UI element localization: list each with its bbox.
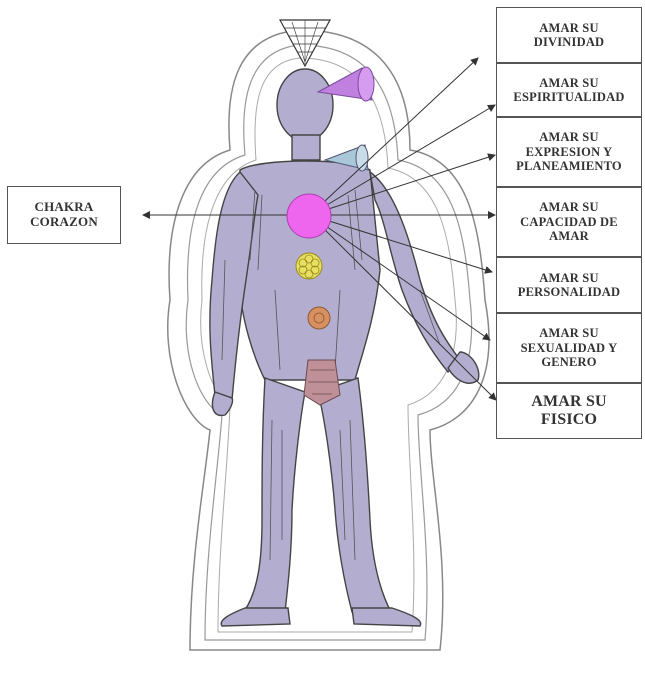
heart-chakra (287, 194, 331, 238)
solar-plexus-chakra (296, 253, 322, 279)
right-foot (352, 608, 421, 626)
chakra-corazon-label: CHAKRA CORAZON (7, 186, 121, 244)
head (277, 69, 333, 141)
left-leg (245, 378, 305, 612)
label-amar-divinidad-text: AMAR SU DIVINIDAD (534, 21, 605, 50)
label-amar-capacidad: AMAR SU CAPACIDAD DE AMAR (496, 187, 642, 257)
label-amar-personalidad-text: AMAR SU PERSONALIDAD (518, 271, 620, 300)
arrow-divinidad (310, 58, 478, 215)
chakra-corazon-text: CHAKRA CORAZON (30, 200, 98, 230)
label-amar-espiritualidad: AMAR SU ESPIRITUALIDAD (496, 63, 642, 117)
label-amar-expresion: AMAR SU EXPRESION Y PLANEAMIENTO (496, 117, 642, 187)
label-amar-capacidad-text: AMAR SU CAPACIDAD DE AMAR (520, 200, 618, 243)
right-leg (318, 378, 390, 612)
label-amar-divinidad: AMAR SU DIVINIDAD (496, 7, 642, 63)
left-foot (221, 608, 290, 626)
neck (292, 135, 320, 160)
label-amar-fisico-text: AMAR SU FISICO (531, 393, 607, 430)
root-chakra (304, 360, 340, 405)
label-amar-personalidad: AMAR SU PERSONALIDAD (496, 257, 642, 313)
crown-chakra (280, 20, 330, 66)
sacral-chakra (308, 307, 330, 329)
label-amar-expresion-text: AMAR SU EXPRESION Y PLANEAMIENTO (516, 130, 622, 173)
label-amar-sexualidad: AMAR SU SEXUALIDAD Y GENERO (496, 313, 642, 383)
label-amar-sexualidad-text: AMAR SU SEXUALIDAD Y GENERO (521, 326, 618, 369)
label-amar-fisico: AMAR SU FISICO (496, 383, 642, 439)
label-amar-espiritualidad-text: AMAR SU ESPIRITUALIDAD (513, 76, 624, 105)
right-arm (370, 172, 460, 372)
